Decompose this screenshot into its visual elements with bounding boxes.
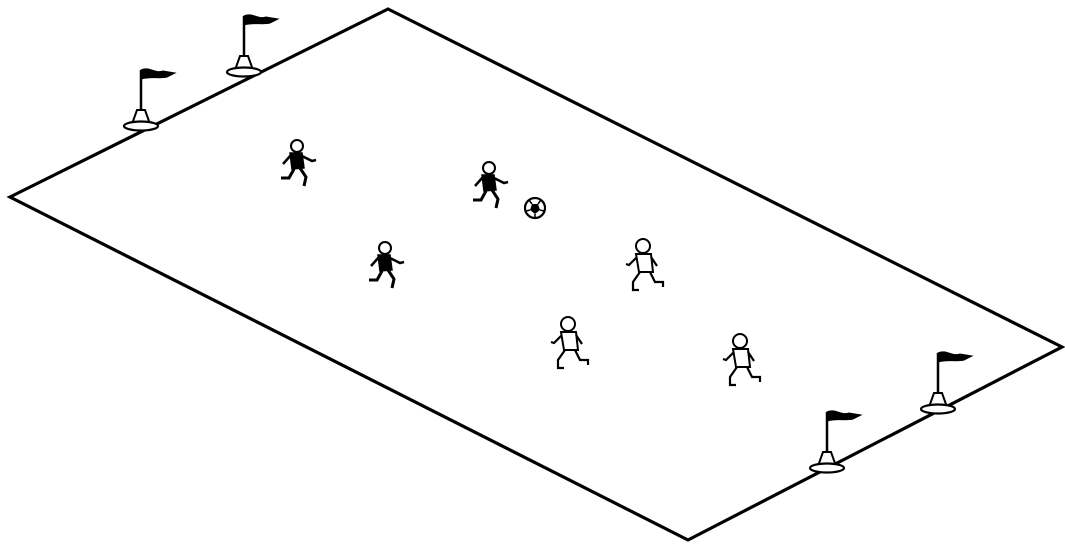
field-boundary xyxy=(10,9,1062,540)
soccer-ball-icon xyxy=(525,198,545,218)
